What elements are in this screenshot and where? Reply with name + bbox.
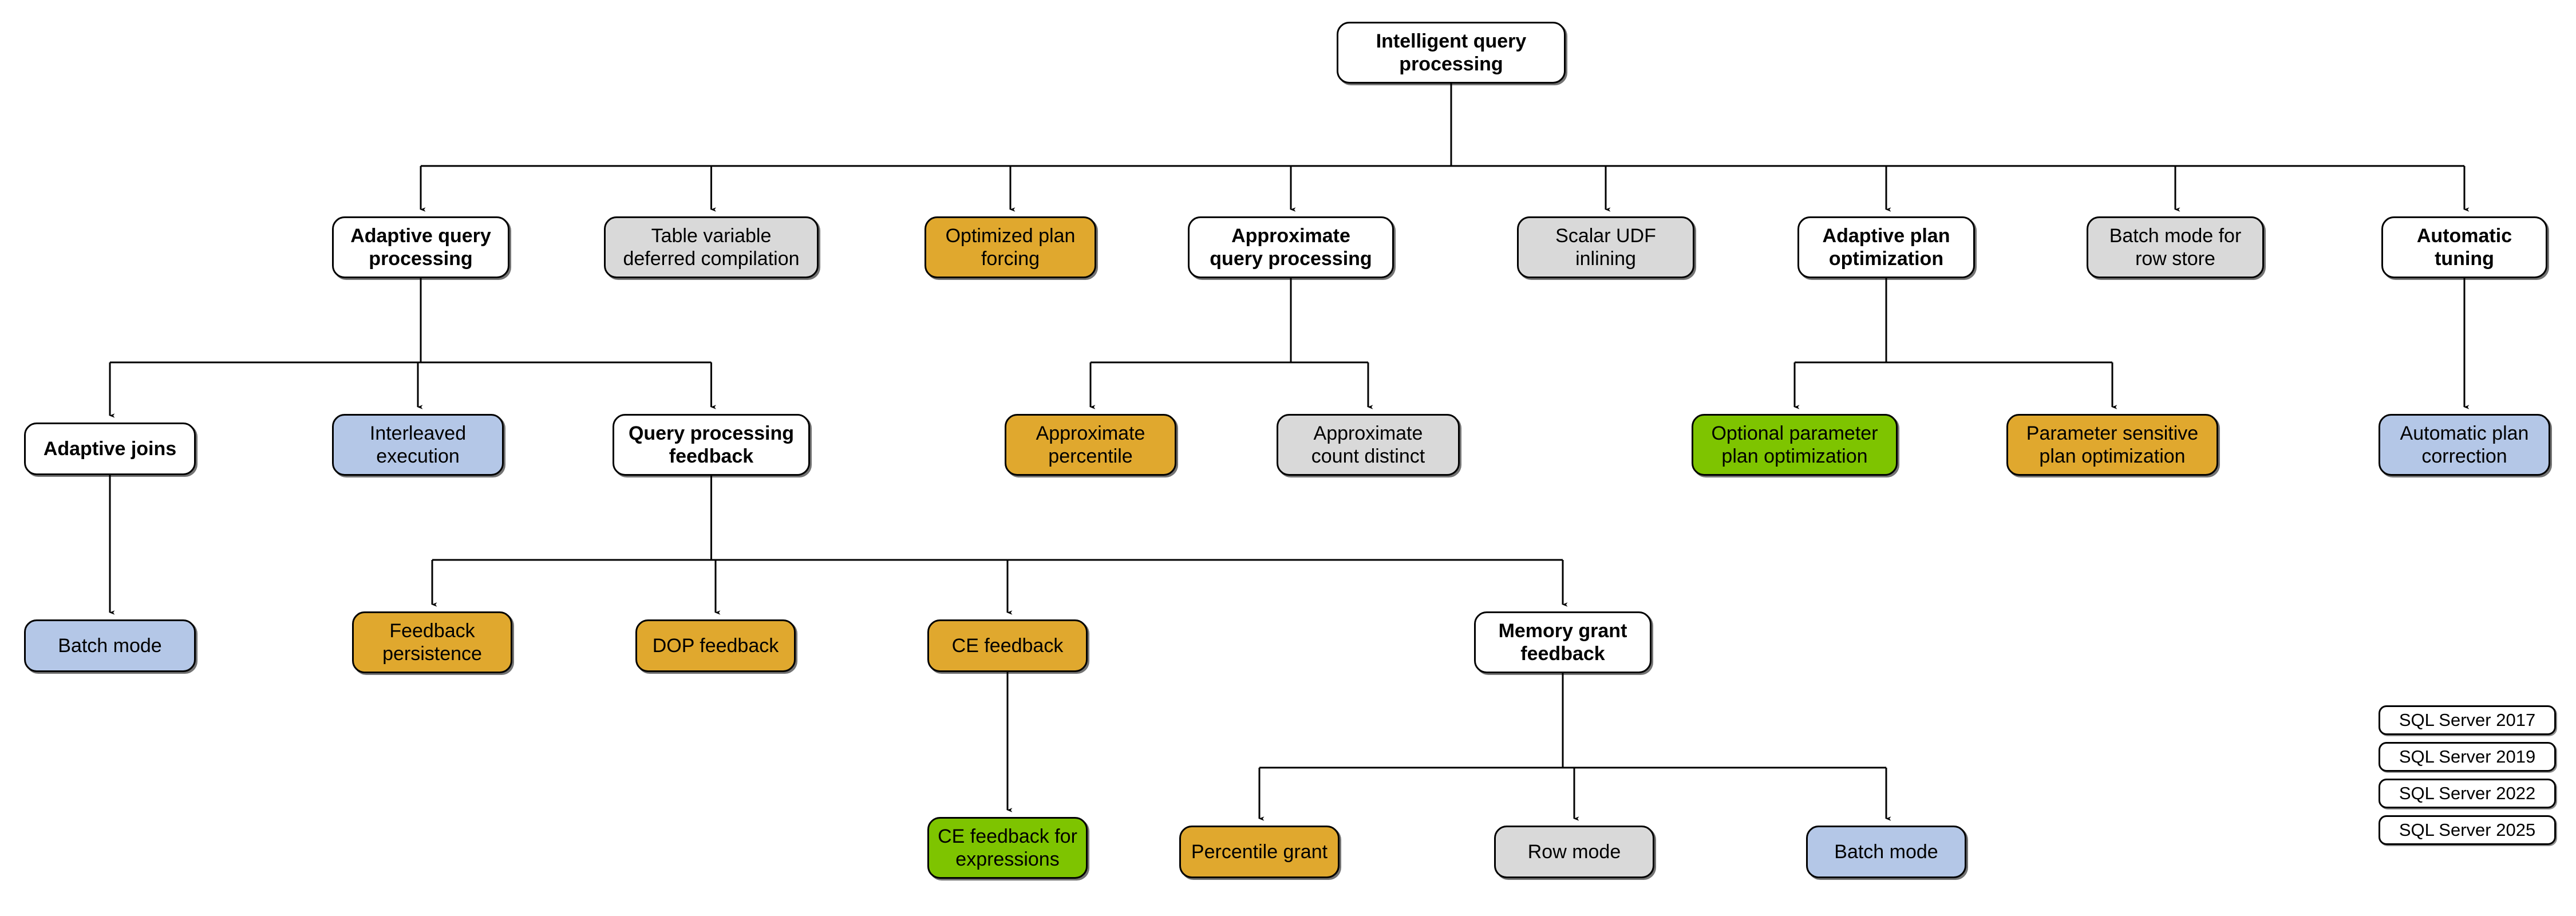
node-label: Approximate percentile <box>1036 422 1145 467</box>
legend-label: SQL Server 2019 <box>2399 747 2536 767</box>
node-label: Optional parameter plan optimization <box>1711 422 1878 467</box>
node-label: Row mode <box>1527 840 1621 863</box>
node-approximate-query-processing[interactable]: Approximate query processing <box>1188 216 1394 278</box>
node-scalar-udf-inlining[interactable]: Scalar UDF inlining <box>1517 216 1694 278</box>
legend-item-sql-server-2019[interactable]: SQL Server 2019 <box>2379 742 2556 772</box>
node-approximate-count-distinct[interactable]: Approximate count distinct <box>1277 414 1460 476</box>
node-label: Automatic plan correction <box>2400 422 2529 467</box>
node-adaptive-query-processing[interactable]: Adaptive query processing <box>332 216 509 278</box>
node-label: Percentile grant <box>1191 840 1328 863</box>
node-parameter-sensitive-plan-optimization[interactable]: Parameter sensitive plan optimization <box>2006 414 2218 476</box>
node-label: CE feedback <box>951 634 1064 657</box>
node-automatic-plan-correction[interactable]: Automatic plan correction <box>2379 414 2550 476</box>
node-label: Table variable deferred compilation <box>623 224 800 270</box>
node-optimized-plan-forcing[interactable]: Optimized plan forcing <box>924 216 1096 278</box>
node-label: Parameter sensitive plan optimization <box>2026 422 2199 467</box>
node-interleaved-execution[interactable]: Interleaved execution <box>332 414 504 476</box>
node-dop-feedback[interactable]: DOP feedback <box>635 619 796 672</box>
node-row-mode[interactable]: Row mode <box>1494 826 1654 878</box>
legend: SQL Server 2017 SQL Server 2019 SQL Serv… <box>2379 705 2556 845</box>
node-label: Feedback persistence <box>382 619 482 665</box>
node-label: Query processing feedback <box>628 422 795 467</box>
node-percentile-grant[interactable]: Percentile grant <box>1179 826 1340 878</box>
node-root[interactable]: Intelligent query processing <box>1337 22 1566 84</box>
node-batch-mode-aj[interactable]: Batch mode <box>24 619 196 672</box>
node-label: Approximate count distinct <box>1311 422 1425 467</box>
node-query-processing-feedback[interactable]: Query processing feedback <box>613 414 810 476</box>
node-label: Memory grant feedback <box>1498 619 1627 665</box>
legend-item-sql-server-2017[interactable]: SQL Server 2017 <box>2379 705 2556 735</box>
legend-label: SQL Server 2025 <box>2399 820 2536 840</box>
node-ce-feedback[interactable]: CE feedback <box>927 619 1088 672</box>
node-label: Batch mode <box>1834 840 1938 863</box>
node-label: Batch mode for row store <box>2109 224 2242 270</box>
node-label: Scalar UDF inlining <box>1555 224 1656 270</box>
node-approximate-percentile[interactable]: Approximate percentile <box>1005 414 1176 476</box>
node-adaptive-joins[interactable]: Adaptive joins <box>24 423 196 475</box>
node-label: Adaptive query processing <box>350 224 491 270</box>
node-adaptive-plan-optimization[interactable]: Adaptive plan optimization <box>1797 216 1975 278</box>
node-batch-mode-mgf[interactable]: Batch mode <box>1806 826 1966 878</box>
node-label: Batch mode <box>58 634 162 657</box>
node-label: Intelligent query processing <box>1376 30 1527 75</box>
node-batch-mode-row-store[interactable]: Batch mode for row store <box>2087 216 2264 278</box>
node-label: Adaptive joins <box>43 437 177 460</box>
node-memory-grant-feedback[interactable]: Memory grant feedback <box>1474 611 1652 673</box>
legend-item-sql-server-2022[interactable]: SQL Server 2022 <box>2379 779 2556 808</box>
legend-label: SQL Server 2022 <box>2399 783 2536 803</box>
legend-label: SQL Server 2017 <box>2399 710 2536 730</box>
node-table-variable-deferred[interactable]: Table variable deferred compilation <box>604 216 819 278</box>
node-ce-feedback-for-expressions[interactable]: CE feedback for expressions <box>927 817 1088 879</box>
node-label: Interleaved execution <box>369 422 467 467</box>
legend-item-sql-server-2025[interactable]: SQL Server 2025 <box>2379 815 2556 845</box>
node-label: Automatic tuning <box>2416 224 2512 270</box>
node-label: Adaptive plan optimization <box>1822 224 1950 270</box>
node-label: Approximate query processing <box>1210 224 1372 270</box>
node-label: Optimized plan forcing <box>945 224 1076 270</box>
node-optional-parameter-plan-optimization[interactable]: Optional parameter plan optimization <box>1692 414 1898 476</box>
node-label: CE feedback for expressions <box>938 825 1077 870</box>
node-feedback-persistence[interactable]: Feedback persistence <box>352 611 512 673</box>
node-automatic-tuning[interactable]: Automatic tuning <box>2381 216 2547 278</box>
node-label: DOP feedback <box>652 634 779 657</box>
